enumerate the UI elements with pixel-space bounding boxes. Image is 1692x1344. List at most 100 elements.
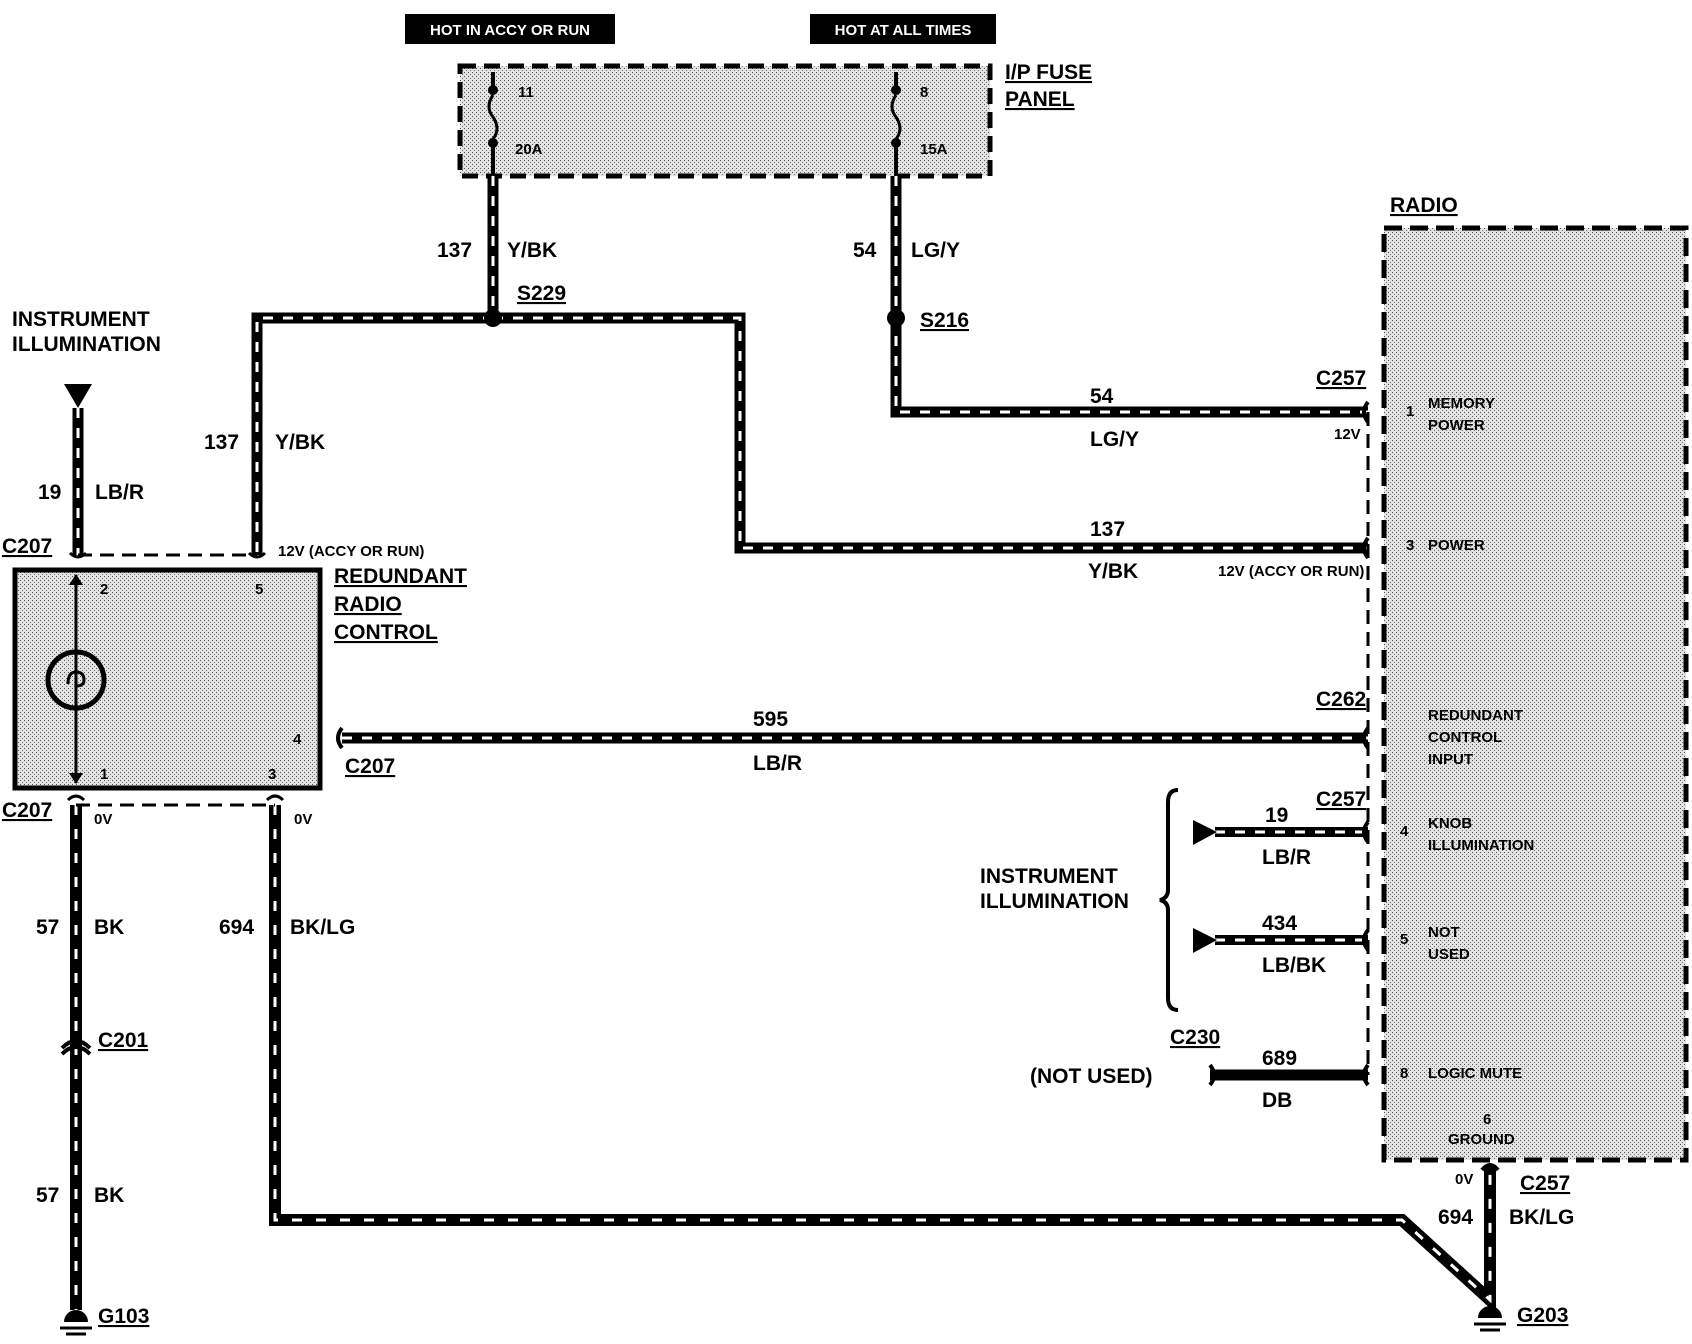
connector-c201-mark [60,1039,92,1056]
wire-19-right-color: LB/R [1262,846,1311,869]
radio-title: RADIO [1390,194,1458,217]
radio-pin-1-label-1: MEMORY [1428,395,1495,412]
fuse-left-number: 11 [518,84,534,101]
ground-g103-label: G103 [98,1305,149,1328]
rrc-pin-1: 1 [100,766,108,783]
wire-137-left-circuit: 137 [204,431,239,454]
wire-137-left-color: Y/BK [275,431,325,454]
connector-c207-top: C207 [2,535,52,558]
wire-694-right-color: BK/LG [1509,1206,1574,1229]
radio-redundant-label-1: REDUNDANT [1428,707,1523,724]
ground-g103-icon [60,1310,92,1336]
instrument-illumination-left-2: ILLUMINATION [12,333,161,356]
wire-54-top-circuit: 54 [853,239,877,262]
fuse-left-icon [487,94,499,140]
redundant-radio-control: 2 5 4 1 3 [12,551,344,807]
splice-s216-label: S216 [920,309,969,332]
rrc-voltage-bottom-left: 0V [94,811,112,828]
wire-54-top-color: LG/Y [911,239,960,262]
radio-voltage-ground: 0V [1455,1171,1473,1188]
illumination-arrow-right-1-icon [1193,820,1217,845]
rrc-title-2: RADIO [334,593,402,616]
radio-redundant-label-2: CONTROL [1428,729,1502,746]
radio-pin-3-num: 3 [1406,537,1414,554]
fuse-panel-title-2: PANEL [1005,88,1075,111]
rrc-title-3: CONTROL [334,621,438,644]
fuse-right-rating: 15A [920,141,948,158]
bulb-icon [45,649,107,711]
wire-694-left-circuit: 694 [219,916,254,939]
wire-694-left-color: BK/LG [290,916,355,939]
brace-icon [1159,788,1179,1012]
not-used-label: (NOT USED) [1030,1065,1153,1088]
instrument-illumination-right-2: ILLUMINATION [980,890,1129,913]
header-hot-accy-run-text: HOT IN ACCY OR RUN [430,22,590,39]
fuse-right-icon [890,94,902,140]
connector-c201: C201 [98,1029,149,1052]
radio-pin-5-label-2: USED [1428,946,1470,963]
wire-19-left-color: LB/R [95,481,144,504]
connector-c262: C262 [1316,688,1366,711]
rrc-voltage-bottom-right: 0V [294,811,312,828]
radio-pin-4-num: 4 [1400,823,1409,840]
splice-s229-dot [484,309,502,327]
radio-pin-1-num: 1 [1406,403,1414,420]
instrument-illumination-right [1159,788,1217,1087]
radio-module [1362,225,1689,1172]
radio-redundant-label-3: INPUT [1428,751,1473,768]
radio-pin-1-label-2: POWER [1428,417,1485,434]
splice-s216-dot [887,309,905,327]
wire-57-upper-color: BK [94,916,124,939]
splice-s229-label: S229 [517,282,566,305]
ground-g203-icon [1474,1306,1506,1332]
wire-689-color: DB [1262,1089,1292,1112]
wires [70,176,1496,1314]
wire-137-h-color: Y/BK [1088,560,1138,583]
fuse-panel-title-1: I/P FUSE [1005,61,1092,84]
radio-pin-8-num: 8 [1400,1065,1408,1082]
wire-54-h-color: LG/Y [1090,428,1139,451]
connector-c257-bottom: C257 [1520,1172,1570,1195]
radio-voltage-memory: 12V [1334,426,1361,443]
connector-c207-mid: C207 [345,755,395,778]
radio-pin-5-num: 5 [1400,931,1408,948]
connector-c207-bottom: C207 [2,799,52,822]
wire-19-left-circuit: 19 [38,481,61,504]
rrc-voltage-top: 12V (ACCY OR RUN) [278,543,424,560]
header-hot-accy-run: HOT IN ACCY OR RUN [405,14,615,44]
radio-pin-6-num: 6 [1483,1111,1491,1128]
rrc-pin-5: 5 [255,581,263,598]
wire-434-color: LB/BK [1262,954,1326,977]
wire-595-circuit: 595 [753,708,788,731]
radio-pin-6-label-1: GROUND [1448,1131,1515,1148]
fuse-panel: 11 20A 8 15A [457,63,993,179]
rrc-pin-4: 4 [293,731,302,748]
wire-595-color: LB/R [753,752,802,775]
wire-54-h-circuit: 54 [1090,385,1114,408]
radio-pin-5-label-1: NOT [1428,924,1460,941]
fuse-right-number: 8 [920,84,928,101]
connector-c257-top: C257 [1316,367,1366,390]
wire-689-circuit: 689 [1262,1047,1297,1070]
wire-137-h-circuit: 137 [1090,518,1125,541]
wire-57-upper-circuit: 57 [36,916,59,939]
header-hot-all-times: HOT AT ALL TIMES [810,14,996,44]
radio-pin-4-label-2: ILLUMINATION [1428,837,1534,854]
wire-57-lower-circuit: 57 [36,1184,59,1207]
wire-137-top-color: Y/BK [507,239,557,262]
instrument-illumination-left-1: INSTRUMENT [12,308,150,331]
wire-57-lower-color: BK [94,1184,124,1207]
radio-pin-3-label-1: POWER [1428,537,1485,554]
connector-c230: C230 [1170,1026,1220,1049]
rrc-pin-3: 3 [268,766,276,783]
wire-694-right-circuit: 694 [1438,1206,1473,1229]
fuse-left-rating: 20A [515,141,543,158]
radio-pin-4-label-1: KNOB [1428,815,1472,832]
rrc-title-1: REDUNDANT [334,565,467,588]
connector-c257-mid: C257 [1316,788,1366,811]
wire-137-top-circuit: 137 [437,239,472,262]
rrc-pin-2: 2 [100,581,108,598]
radio-voltage-power: 12V (ACCY OR RUN) [1218,563,1364,580]
instrument-illumination-right-1: INSTRUMENT [980,865,1118,888]
